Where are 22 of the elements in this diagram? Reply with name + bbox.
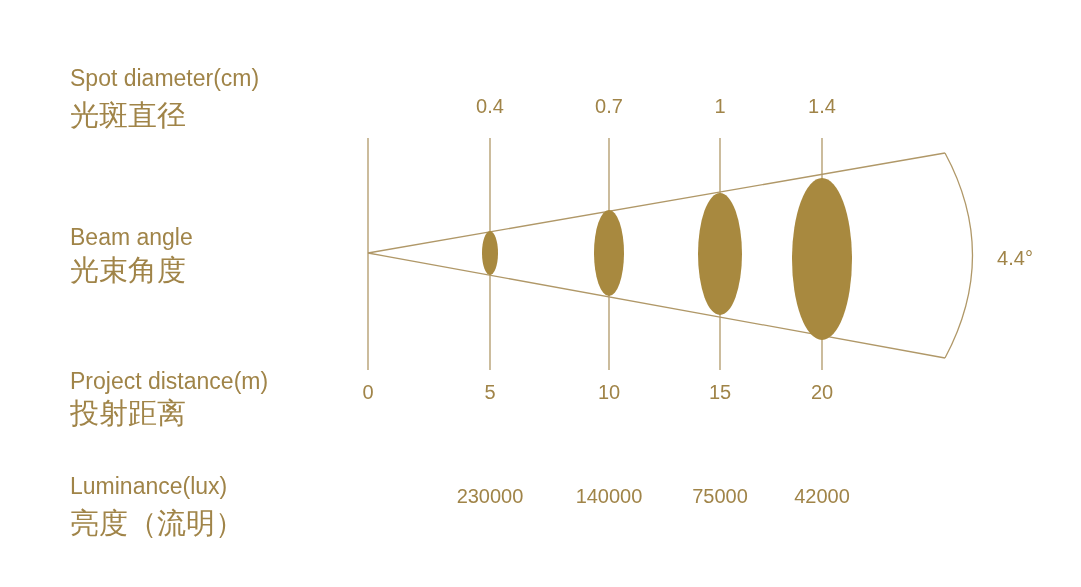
row-heading: 光束角度 (70, 255, 186, 287)
row-heading: Spot diameter(cm) (70, 66, 260, 92)
angle-label: 4.4° (997, 247, 1033, 269)
value-label: 75000 (692, 485, 748, 507)
row-heading: Luminance(lux) (70, 474, 228, 500)
value-label: 20 (810, 381, 834, 403)
value-label: 42000 (794, 485, 850, 507)
row-heading: 投射距离 (70, 398, 186, 430)
row-heading: 光斑直径 (70, 100, 186, 132)
value-label: 5 (484, 381, 496, 403)
value-label: 1.4 (808, 95, 836, 117)
value-label: 0 (362, 381, 374, 403)
value-label: 230000 (456, 485, 524, 507)
value-label: 0.4 (476, 95, 504, 117)
value-label: 140000 (575, 485, 643, 507)
row-heading: 亮度（流明） (70, 508, 244, 540)
row-heading: Project distance(m) (70, 369, 269, 395)
value-label: 10 (597, 381, 621, 403)
value-label: 1 (714, 95, 726, 117)
row-heading: Beam angle (70, 225, 193, 251)
value-label: 0.7 (595, 95, 623, 117)
value-label: 15 (708, 381, 732, 403)
